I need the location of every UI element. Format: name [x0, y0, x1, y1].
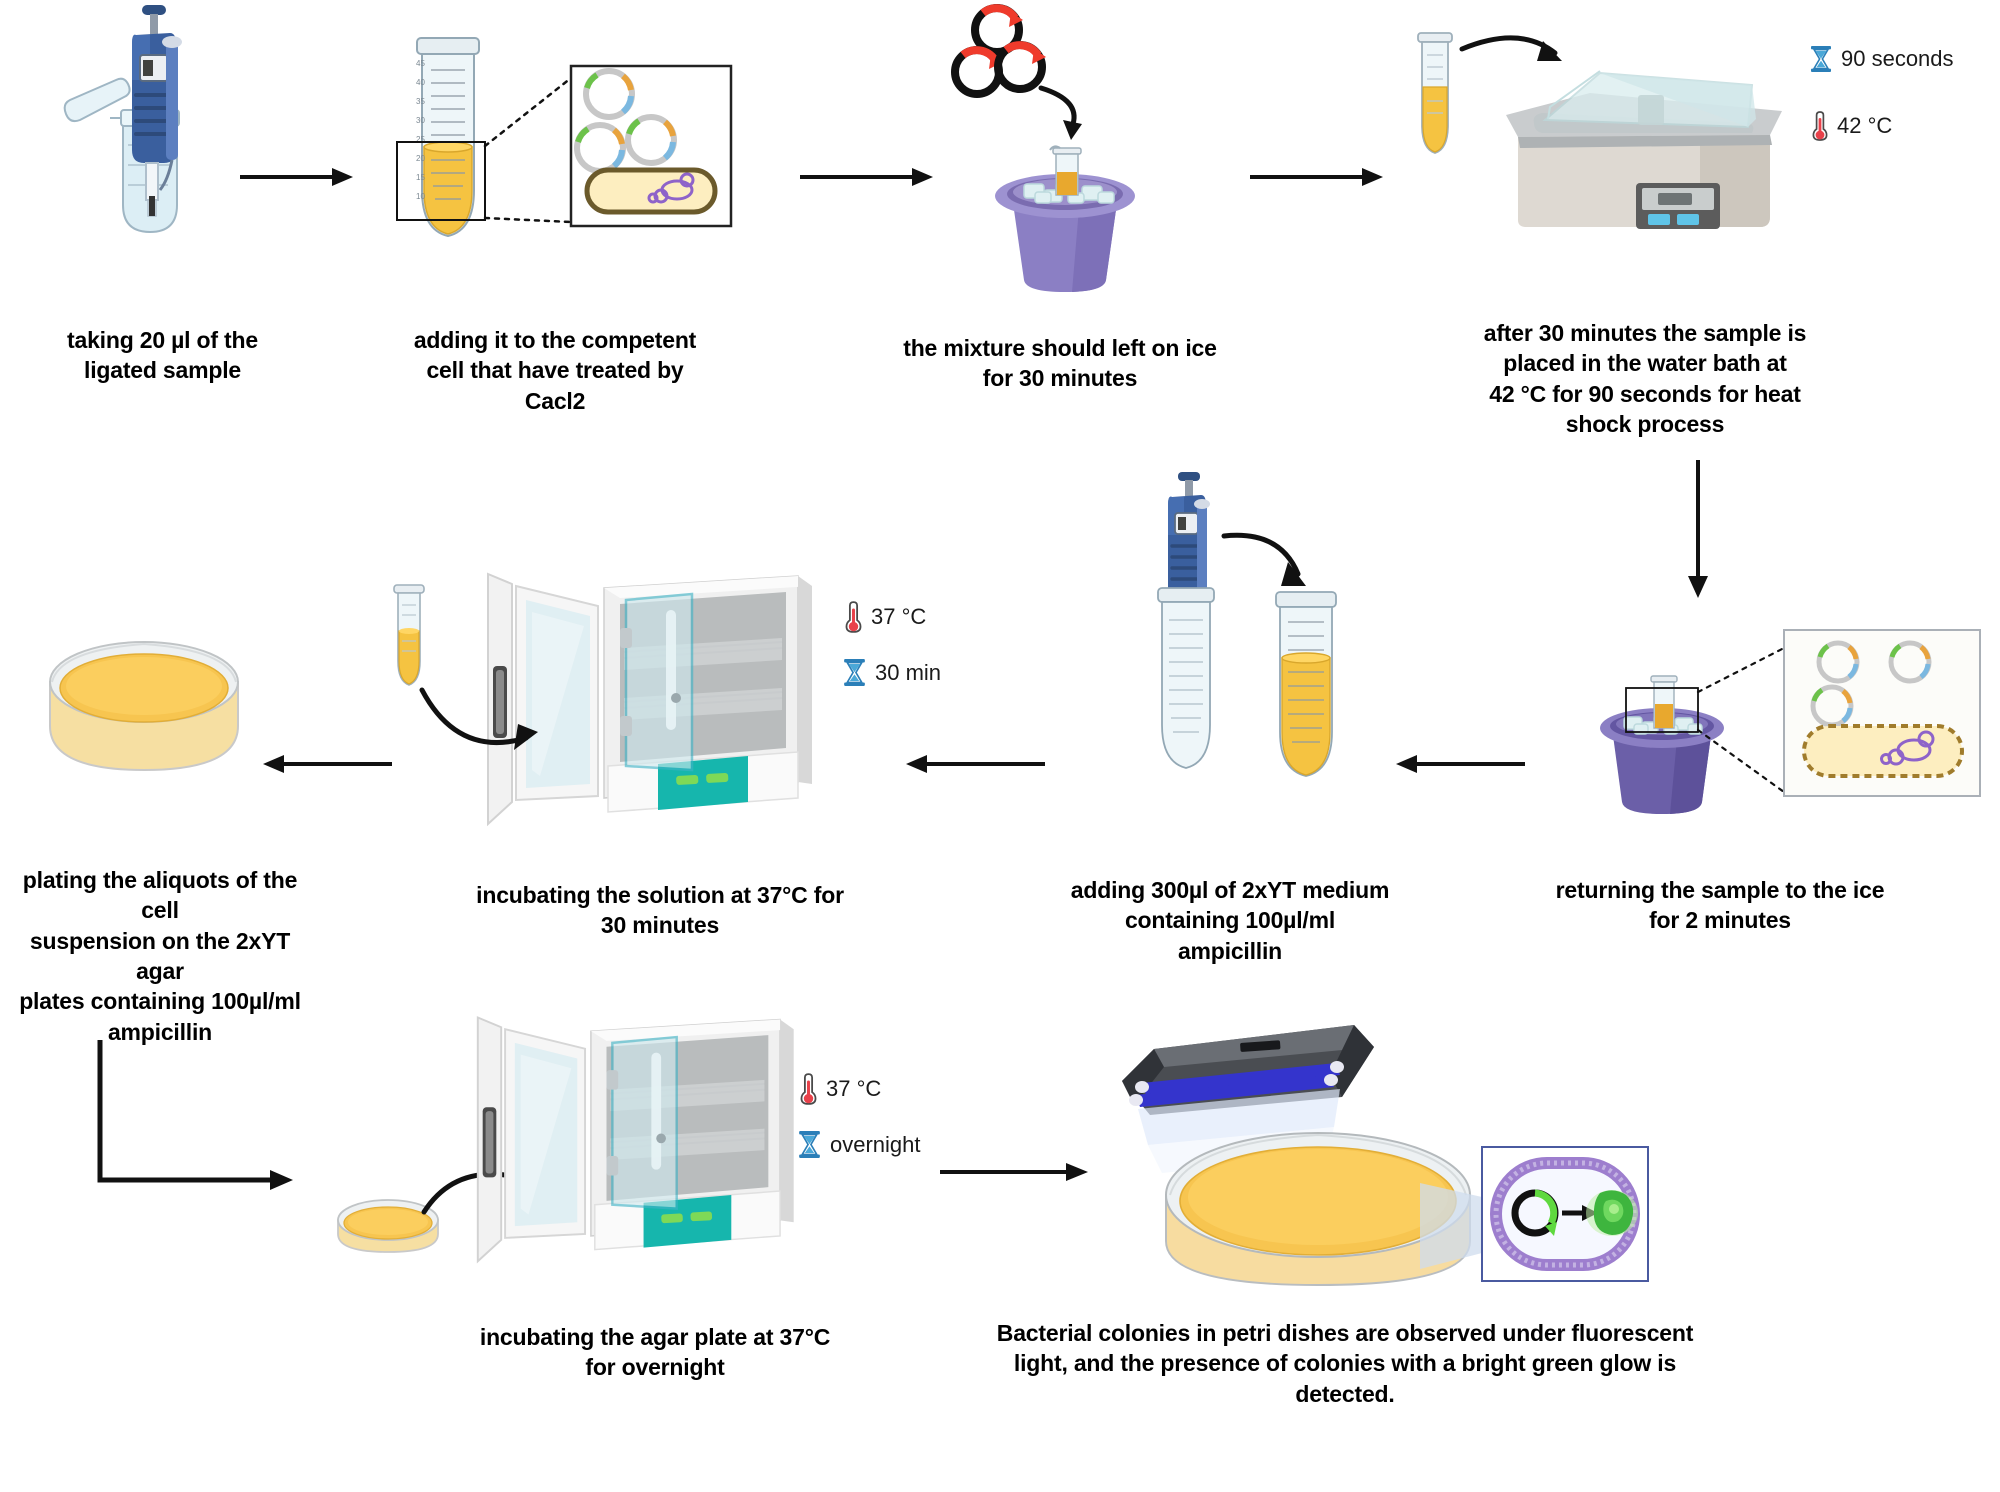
step-2-illustration: 45 40 35 30 25 20 15 10	[395, 30, 735, 245]
thermometer-icon	[800, 1072, 817, 1106]
transformed-bacterium-icon	[1802, 724, 1964, 778]
svg-text:20: 20	[416, 154, 425, 163]
step-7-tube	[382, 583, 438, 688]
curved-arrow-into-tube	[1038, 85, 1082, 140]
water-bath-icon	[1506, 70, 1782, 229]
waterbath-time-label: 90 seconds	[1841, 46, 1954, 71]
gfp-expression-inset	[1481, 1146, 1649, 1282]
arrow-tube-into-incubator	[418, 680, 558, 770]
step-4-illustration	[1400, 15, 1800, 255]
arrow-step7-to-step8	[262, 752, 392, 776]
inset-connector-wedge	[1420, 1183, 1482, 1269]
step-3-caption: the mixture should left on ice for 30 mi…	[903, 335, 1217, 392]
ice-bucket-icon	[1600, 675, 1724, 814]
conical-tube-icon: 45 40 35 30 25 20 15 10	[396, 37, 486, 238]
pipette-icon	[132, 5, 182, 217]
svg-text:15: 15	[416, 173, 425, 182]
step-1-caption: taking 20 µl of the ligated sample	[67, 327, 258, 384]
incubator-outer-glass-door[interactable]	[487, 572, 599, 827]
step-6-illustration	[1120, 470, 1380, 800]
step-7-caption: incubating the solution at 37°C for 30 m…	[476, 882, 844, 939]
conical-tube-icon	[1157, 587, 1215, 769]
arrow-step3-to-step4	[1250, 165, 1385, 189]
arrow-step9-to-step10	[940, 1160, 1090, 1184]
arrow-step8-to-step9	[95, 1040, 305, 1200]
plasmid-gfp-icon	[1511, 1189, 1559, 1237]
curved-arrow-pipette-to-tube	[1221, 532, 1306, 586]
thermometer-icon	[845, 600, 862, 634]
competent-cell-icon	[584, 167, 718, 215]
pipette-icon	[1168, 472, 1210, 652]
step-10-illustration	[1090, 1005, 1650, 1295]
incubator-inner-glass-door[interactable]	[606, 1035, 678, 1210]
arrow-step5-to-step6	[1395, 752, 1525, 776]
hourglass-icon	[798, 1130, 821, 1159]
waterbath-control-panel[interactable]	[1636, 183, 1720, 229]
sample-tube-in-ice	[1650, 675, 1678, 729]
step-9-illustration	[470, 1010, 860, 1300]
plasmid-icon	[1810, 640, 1932, 728]
step-8-caption: plating the aliquots of the cell suspens…	[19, 867, 301, 1045]
svg-text:35: 35	[416, 97, 425, 106]
incubator2-time-annotation: overnight	[798, 1130, 921, 1159]
step-5-illustration	[1570, 610, 1990, 840]
plasmid-competent-cell-inset	[569, 64, 733, 228]
petri-dish-icon	[1165, 1132, 1471, 1287]
incubator-icon	[476, 1016, 794, 1264]
incubator1-temp-label: 37 °C	[871, 604, 927, 629]
svg-text:40: 40	[416, 78, 425, 87]
transformed-cell-inset	[1783, 629, 1981, 797]
conical-tube-with-medium-icon	[1275, 591, 1337, 777]
step-6-caption: adding 300µl of 2xYT medium containing 1…	[1070, 877, 1390, 964]
hourglass-icon	[1810, 45, 1832, 73]
thermometer-icon	[1812, 110, 1828, 142]
incubator2-temp-annotation: 37 °C	[800, 1072, 881, 1106]
arrow-step2-to-step3	[800, 165, 935, 189]
incubator1-time-annotation: 30 min	[843, 658, 941, 687]
curved-arrow-to-waterbath	[1459, 35, 1562, 61]
waterbath-temp-annotation: 42 °C	[1812, 110, 1892, 142]
plasmid-icon	[574, 68, 677, 174]
uv-tubes	[1129, 1061, 1344, 1107]
petri-dish-icon	[49, 641, 239, 772]
incubator-outer-glass-door[interactable]	[476, 1016, 587, 1264]
svg-text:45: 45	[416, 59, 425, 68]
step-10-caption: Bacterial colonies in petri dishes are o…	[996, 1320, 1694, 1407]
arrow-step4-to-step5	[1685, 460, 1711, 600]
incubator-icon	[487, 572, 812, 827]
arrow-step6-to-step7	[905, 752, 1045, 776]
waterbath-temp-label: 42 °C	[1837, 113, 1893, 138]
incubator1-temp-annotation: 37 °C	[845, 600, 926, 634]
incubator1-time-label: 30 min	[875, 659, 942, 685]
step-4-caption: after 30 minutes the sample is placed in…	[1483, 320, 1807, 438]
step-9-caption: incubating the agar plate at 37°C for ov…	[479, 1324, 831, 1381]
hourglass-icon	[843, 658, 866, 687]
step-3-illustration	[940, 0, 1190, 300]
ice-bucket-icon	[995, 145, 1135, 292]
green-fluorescent-protein-icon	[1586, 1190, 1638, 1236]
sample-tube-icon	[1417, 32, 1453, 154]
step-2-caption: adding it to the competent cell that hav…	[413, 327, 697, 414]
step-9-plate	[330, 1190, 450, 1260]
step-7-illustration	[480, 570, 880, 860]
waterbath-time-annotation: 90 seconds	[1810, 45, 1954, 73]
svg-text:30: 30	[416, 116, 425, 125]
incubator2-temp-label: 37 °C	[826, 1076, 882, 1101]
arrow-step1-to-step2	[240, 165, 355, 189]
step-1-illustration	[40, 0, 260, 235]
svg-text:10: 10	[416, 192, 425, 201]
sample-tube-in-ice	[1049, 145, 1082, 196]
incubator2-time-label: overnight	[830, 1131, 921, 1157]
svg-text:25: 25	[416, 135, 425, 144]
step-5-caption: returning the sample to the ice for 2 mi…	[1555, 877, 1885, 934]
step-8-illustration	[40, 630, 260, 810]
incubator-inner-glass-door[interactable]	[620, 592, 694, 772]
plasmid-red-black-icon	[951, 4, 1046, 98]
